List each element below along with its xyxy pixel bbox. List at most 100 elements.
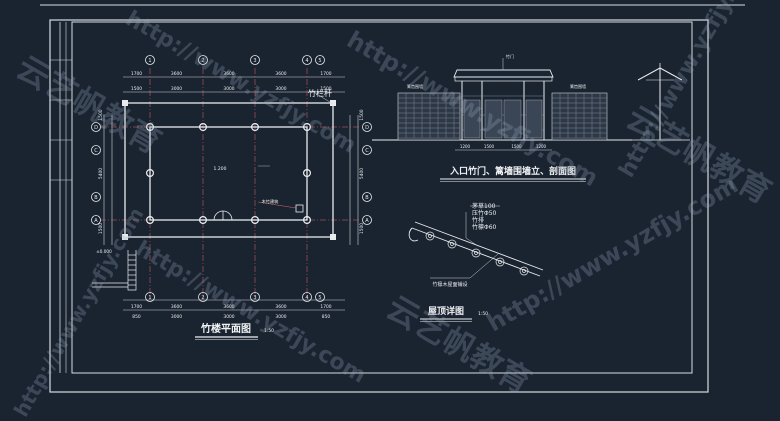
railing-tag: 竹栏杆 [308, 88, 332, 98]
grid-bubble-bottom [315, 292, 325, 302]
grid-bubble-top-label: 1 [148, 58, 151, 64]
roof-purlin [447, 239, 457, 249]
roof-detail-title: 屋顶详图 [428, 305, 464, 317]
grid-bubble-bottom-label: 4 [305, 295, 308, 301]
deck-outline [124, 102, 334, 238]
grid-bubble-bottom [250, 292, 260, 302]
room-elevation-label: 1.200 [214, 166, 227, 172]
leader-line [257, 201, 297, 209]
fence-label-right: 篱笆围墙 [570, 83, 586, 89]
bamboo-column [251, 122, 260, 131]
roof-purlin-core [474, 251, 478, 255]
grid-bubble-bottom [302, 292, 312, 302]
roof-purlin [471, 248, 481, 258]
grid-bubble-bottom-label: 5 [318, 295, 321, 301]
fence-label-left: 篱笆围墙 [407, 83, 423, 89]
grid-bubble-right-label: C [365, 148, 369, 154]
bamboo-column [146, 169, 155, 178]
entrance-door [213, 210, 233, 221]
roof-detail-scale: 1:50 [478, 311, 488, 317]
room-outline [149, 126, 308, 221]
grid-bubble-right [362, 192, 372, 202]
grid-bubble-top [302, 55, 312, 65]
elevation-dimension-label: 1500 [511, 144, 522, 149]
roof-purlin [519, 266, 529, 276]
fence-right [551, 92, 608, 141]
fence-left [397, 92, 461, 141]
entry-stair [92, 250, 137, 291]
elevation-title: 入口竹门、篱墙围墙立、剖面图 [449, 165, 576, 177]
dimension-label: 3600 [223, 304, 234, 310]
bamboo-column [303, 169, 312, 178]
grid-bubble-top [315, 55, 325, 65]
dimension-label: 3600 [171, 304, 182, 310]
dimension-label: 3000 [275, 314, 286, 320]
grid-bubble-left [91, 215, 101, 225]
grid-bubble-top [145, 55, 155, 65]
dimension-label: 1500 [359, 109, 365, 120]
gate-label: 竹门 [506, 53, 514, 60]
gate-and-fence-elevation: 竹门 篱笆围墙 篱笆围墙 1200 1500 1500 1200 入口竹门、篱墙围墙立… [372, 53, 690, 182]
pavilion-section [630, 63, 690, 141]
grid-bubble-left-label: A [94, 218, 98, 224]
dimension-label: 1500 [359, 223, 365, 234]
grid-bubble-right-label: A [365, 218, 369, 224]
stair-elevation-label: ±0.000 [96, 249, 112, 254]
elevation-dimension-label: 1500 [484, 144, 495, 149]
roof-leaders [430, 205, 500, 279]
grid-bubble-left-label: C [94, 148, 98, 154]
dimension-label: 5400 [359, 168, 365, 179]
roof-note: 竹排 [472, 216, 484, 224]
elevation-dimension-label: 1200 [536, 144, 547, 149]
dimension-label: 1700 [320, 71, 331, 77]
bamboo-column [199, 122, 208, 131]
elevation-dimension-label: 1200 [460, 144, 471, 149]
outer-frame [49, 19, 709, 393]
grid-bubble-top-label: 5 [318, 58, 321, 64]
dimension-label: 1700 [320, 304, 331, 310]
roof-purlin-core [450, 242, 454, 246]
dimension-label: 1700 [131, 304, 142, 310]
dimension-label: 3600 [275, 71, 286, 77]
roof-note: 压竹Φ50 [472, 209, 497, 217]
bamboo-column [251, 216, 260, 225]
bamboo-column [146, 216, 155, 225]
grid-bubble-left-label: B [94, 195, 98, 201]
grid-bubble-right [362, 215, 372, 225]
floor-drain-marker [295, 204, 304, 213]
roof-purlin-core [428, 234, 432, 238]
grid-bubble-bottom-label: 1 [148, 295, 151, 301]
roof-note: 茅草100 [472, 202, 496, 210]
grid-bubble-top-label: 3 [253, 58, 256, 64]
grid-bubble-left [91, 192, 101, 202]
grid-bubble-left [91, 145, 101, 155]
dimension-label: 3600 [223, 71, 234, 77]
title-strip-ticks [50, 59, 72, 181]
dimension-label: 3600 [275, 304, 286, 310]
grid-bubble-top-label: 4 [305, 58, 308, 64]
bamboo-column [303, 216, 312, 225]
grid-bubble-right [362, 145, 372, 155]
dimension-label: 3000 [223, 86, 234, 92]
dimension-label: 1700 [131, 71, 142, 77]
dimension-label: 850 [132, 314, 141, 320]
dimension-label: 3000 [223, 314, 234, 320]
dimension-label: 1500 [131, 86, 142, 92]
inner-frame [71, 21, 693, 374]
roof-purlin [495, 257, 505, 267]
grid-bubble-bottom [198, 292, 208, 302]
grid-bubble-bottom [145, 292, 155, 302]
roof-purlin [425, 231, 435, 241]
grid-bubble-top [198, 55, 208, 65]
plan-side-note: 木竹建筑 [262, 198, 280, 205]
grid-bubble-bottom-label: 3 [253, 295, 256, 301]
bamboo-column [303, 122, 312, 131]
bamboo-column [146, 122, 155, 131]
floor-plan-scale: 1:50 [264, 328, 274, 334]
grid-bubble-top [250, 55, 260, 65]
roof-joint-label: 竹檩木屋面铺设 [432, 281, 467, 288]
dimension-label: 3000 [171, 314, 182, 320]
dimension-label: 3600 [171, 71, 182, 77]
